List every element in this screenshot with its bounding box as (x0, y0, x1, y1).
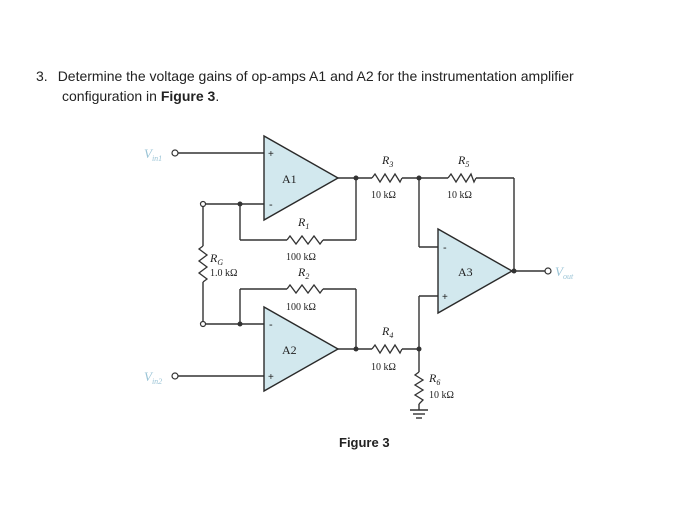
svg-text:R6: R6 (428, 371, 440, 387)
node-r3-r5 (416, 175, 422, 181)
rg-label: RG 1.0 kΩ (209, 251, 237, 279)
r4-value: 10 kΩ (371, 362, 396, 373)
opamp-a1 (263, 134, 340, 222)
resistor-rg (197, 245, 209, 283)
a3-minus-sign: - (443, 242, 447, 254)
resistor-r5 (447, 172, 477, 184)
svg-text:R3: R3 (381, 153, 393, 169)
r6-label: R6 10 kΩ (428, 371, 454, 401)
figure-caption: Figure 3 (339, 435, 390, 450)
r2-value: 100 kΩ (286, 302, 316, 313)
node-a2-minus (237, 321, 243, 327)
terminal-vout (544, 267, 552, 275)
opamp-a3-label: A3 (458, 265, 473, 279)
svg-text:R5: R5 (457, 153, 469, 169)
svg-text:RG: RG (209, 251, 223, 267)
question-number: 3. (36, 68, 48, 84)
terminal-rg-bottom (199, 320, 207, 328)
vin1-label: Vin1 (144, 146, 162, 163)
r3-label: R3 10 kΩ (371, 153, 396, 201)
opamp-a2 (263, 305, 340, 393)
r2-label: R2 100 kΩ (286, 265, 316, 313)
svg-text:R2: R2 (297, 265, 309, 281)
figure-reference: Figure 3 (160, 88, 216, 104)
question-line-2: configuration in Figure 3. (62, 88, 220, 104)
r1-label: R1 100 kΩ (286, 215, 316, 263)
resistor-r4 (371, 343, 403, 355)
svg-text:R4: R4 (381, 324, 393, 340)
r5-value: 10 kΩ (447, 190, 472, 201)
node-a3-plus (416, 346, 422, 352)
a3-plus-sign: + (442, 292, 448, 303)
vin2-label: Vin2 (144, 369, 162, 386)
a1-minus-sign: - (269, 199, 273, 211)
a2-minus-sign: - (269, 319, 273, 331)
node-a3-out (511, 268, 517, 274)
question-line-1: Determine the voltage gains of op-amps A… (57, 68, 574, 84)
node-a1-minus (237, 201, 243, 207)
a2-plus-sign: + (268, 372, 274, 383)
r6-value: 10 kΩ (429, 390, 454, 401)
r4-label: R4 10 kΩ (371, 324, 396, 373)
resistor-r1 (286, 234, 324, 246)
node-a2-out (353, 346, 359, 352)
rg-value: 1.0 kΩ (210, 268, 237, 279)
vout-label: Vout (555, 264, 574, 281)
resistor-r6 (413, 371, 425, 405)
opamp-a2-label: A2 (282, 343, 297, 357)
terminal-rg-top (199, 200, 207, 208)
resistor-r3 (371, 172, 403, 184)
opamp-a3 (437, 227, 514, 315)
terminal-vin2 (171, 372, 179, 380)
circuit-wires (175, 152, 545, 419)
r1-value: 100 kΩ (286, 252, 316, 263)
node-a1-out (353, 175, 359, 181)
svg-text:R1: R1 (297, 215, 309, 231)
resistor-r2 (286, 283, 324, 295)
r5-label: R5 10 kΩ (447, 153, 472, 201)
opamp-a1-label: A1 (282, 172, 297, 186)
a1-plus-sign: + (268, 149, 274, 160)
question-text: 3. Determine the voltage gains of op-amps… (36, 66, 676, 106)
r3-value: 10 kΩ (371, 190, 396, 201)
terminal-vin1 (171, 149, 179, 157)
